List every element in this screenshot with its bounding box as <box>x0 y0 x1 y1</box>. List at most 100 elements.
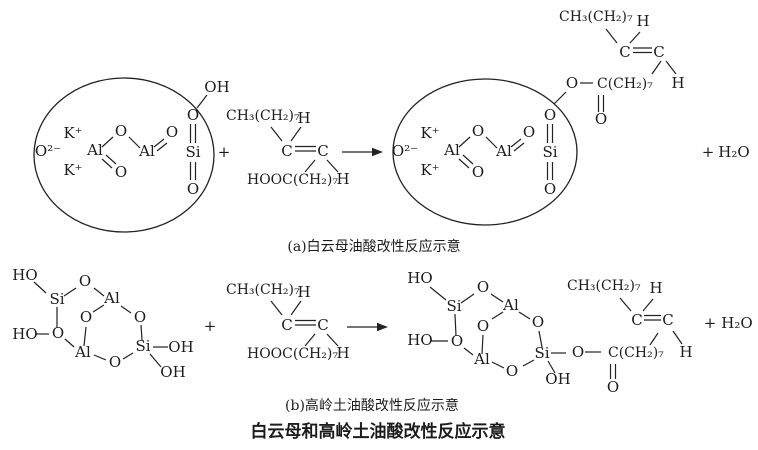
bond <box>553 91 567 105</box>
hydroxyl-label: HO <box>12 266 37 284</box>
caption-b: (b)高岭土油酸改性反应示意 <box>285 397 459 414</box>
bond <box>619 297 632 312</box>
bond <box>156 142 168 152</box>
atom-label-c: C <box>619 43 630 61</box>
oleic-acid-b: CH₃(CH₂)₇ H C C HOOC(CH₂)₇ H <box>226 282 350 362</box>
atom-label-h: H <box>297 283 310 301</box>
atom-label-o: O <box>134 308 146 326</box>
alkyl-chain-label: CH₃(CH₂)₇ <box>559 9 633 25</box>
atom-label-si: Si <box>135 337 150 355</box>
atom-label-c: C <box>317 316 328 334</box>
ester-oxygen-label: O <box>572 343 584 361</box>
atom-label-si: Si <box>49 290 64 308</box>
atom-label-c: C <box>653 43 664 61</box>
bond <box>522 359 535 367</box>
atom-label-kplus: K⁺ <box>420 161 439 179</box>
caption-a: (a)白云母油酸改性反应示意 <box>287 238 460 255</box>
atom-label-o: O <box>109 353 121 371</box>
atom-label-o: O <box>166 123 178 141</box>
bond <box>651 60 662 75</box>
bond <box>196 94 208 109</box>
atom-label-o: O <box>544 180 556 198</box>
bond <box>83 326 87 347</box>
hydroxyl-label: HO <box>407 269 432 287</box>
atom-label-c: C <box>281 142 292 160</box>
mica-particle-reactant: O²⁻ K⁺ K⁺ Al O Al O O O Si O OH <box>33 77 230 233</box>
atom-label-si: Si <box>542 143 557 161</box>
atom-label-o: O <box>472 122 484 140</box>
atom-label-o: O <box>472 163 484 181</box>
bond <box>120 305 132 314</box>
hydroxyl-label: OH <box>204 78 229 96</box>
bond <box>454 313 457 337</box>
atom-label-h: H <box>679 343 692 361</box>
bond <box>92 304 105 313</box>
bond <box>101 136 114 148</box>
atom-label-al: Al <box>103 289 120 307</box>
carboxyl-chain-label: HOOC(CH₂)₇ <box>247 172 338 188</box>
atom-label-o: O <box>523 123 535 141</box>
atom-label-al: Al <box>473 350 490 368</box>
plus-sign: + <box>704 314 717 332</box>
bond <box>326 333 339 347</box>
atom-label-h: H <box>636 12 649 30</box>
bond <box>458 136 471 148</box>
atom-label-o: O <box>52 324 64 342</box>
bond <box>93 287 105 297</box>
bond <box>93 354 107 361</box>
bond <box>304 159 316 173</box>
bond <box>63 287 77 297</box>
atom-label-o: O <box>115 122 127 140</box>
bond <box>64 338 75 348</box>
reaction-a: O²⁻ K⁺ K⁺ Al O Al O O O Si O OH + <box>33 9 750 255</box>
atom-label-o: O <box>80 308 92 326</box>
bond <box>458 158 470 169</box>
bond <box>491 361 505 369</box>
atom-label-kplus: K⁺ <box>63 161 82 179</box>
kaolin-structure-reactant: HO Si O Al O O Si OH OH O Al O HO <box>12 266 193 381</box>
carbonyl-oxygen-label: O <box>595 110 607 128</box>
alkyl-chain-label: CH₃(CH₂)₇ <box>567 278 641 294</box>
bond <box>270 126 283 142</box>
figure-title: 白云母和高岭土油酸改性反应示意 <box>251 421 506 442</box>
atom-label-h: H <box>671 74 684 92</box>
atom-label-o2minus: O²⁻ <box>392 142 418 160</box>
hydroxyl-label: OH <box>160 363 185 381</box>
arrow-head <box>372 147 383 157</box>
mica-particle-product: O²⁻ K⁺ K⁺ Al O Al O O O Si O <box>392 78 578 226</box>
atom-label-al: Al <box>443 141 460 159</box>
atom-label-c: C <box>662 311 673 329</box>
bond <box>485 136 498 149</box>
bond <box>270 300 283 316</box>
atom-label-c: C <box>281 316 292 334</box>
oleate-ester-a: O C(CH₂)₇ H O CH₃(CH₂)₇ H C C <box>559 9 685 128</box>
bond <box>105 154 117 165</box>
bond <box>481 334 484 355</box>
atom-label-h: H <box>336 170 349 188</box>
bond <box>149 353 162 368</box>
atom-label-al: Al <box>502 296 519 314</box>
bond <box>122 352 134 360</box>
plus-sign: + <box>204 317 217 335</box>
carboxyl-chain-label: HOOC(CH₂)₇ <box>247 346 338 362</box>
bond <box>460 293 475 304</box>
bond <box>462 154 474 165</box>
bond <box>33 281 47 294</box>
atom-label-o: O <box>451 332 463 350</box>
atom-label-si: Si <box>185 143 200 161</box>
atom-label-si: Si <box>446 297 461 315</box>
acyl-chain-label: C(CH₂)₇ <box>608 345 664 361</box>
water-b: + H₂O <box>704 314 753 332</box>
bond <box>605 28 618 44</box>
hydroxyl-label: OH <box>545 370 570 388</box>
atom-label-h: H <box>649 279 662 297</box>
atom-label-c: C <box>631 311 642 329</box>
atom-label-kplus: K⁺ <box>63 124 82 142</box>
alkyl-chain-label: CH₃(CH₂)₇ <box>226 108 300 124</box>
acyl-chain-label: C(CH₂)₇ <box>597 76 653 92</box>
atom-label-h: H <box>297 109 310 127</box>
atom-label-o: O <box>187 180 199 198</box>
atom-label-al: Al <box>74 343 91 361</box>
reaction-arrow-b <box>347 322 388 332</box>
